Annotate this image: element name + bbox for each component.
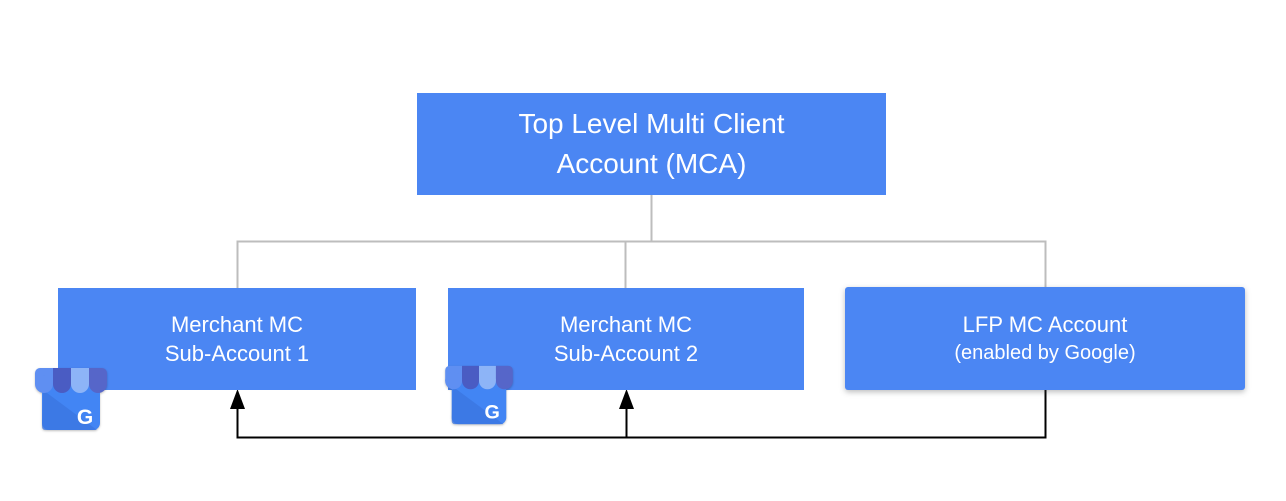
node-lfp-mc-account: LFP MC Account (enabled by Google) (845, 287, 1245, 390)
awning-scallop-2 (53, 375, 71, 393)
node-top-level-mca: Top Level Multi Client Account (MCA) (417, 93, 886, 195)
node-sub2-line1: Merchant MC (559, 312, 693, 337)
google-business-profile-icon: G (445, 365, 513, 425)
connector-crossbar (236, 240, 1047, 289)
awning-scallop-3 (479, 372, 496, 390)
google-g-letter: G (77, 406, 93, 429)
arrow-line-lfp-to-sub1 (236, 390, 1047, 439)
arrowhead-sub2 (619, 389, 634, 409)
awning-scallop-1 (445, 372, 463, 390)
node-sub1-line2: Sub-Account 1 (164, 341, 310, 366)
node-sub2-line2: Sub-Account 2 (553, 341, 699, 366)
awning-scallop-1 (35, 375, 53, 393)
node-merchant-sub-account-1: Merchant MC Sub-Account 1 (58, 288, 416, 390)
storefront-body-shade (451, 386, 504, 425)
node-top-level-mca-line2: Account (MCA) (556, 148, 747, 179)
google-g-letter: G (484, 401, 499, 423)
awning-scallop-2 (462, 372, 479, 390)
node-top-level-mca-line1: Top Level Multi Client (518, 108, 785, 139)
awning-scallop-4 (495, 372, 513, 390)
awning-scallop-3 (71, 375, 89, 393)
node-sub1-line1: Merchant MC (170, 312, 304, 337)
google-business-profile-icon: G (35, 368, 107, 430)
arrowhead-sub1 (230, 389, 245, 409)
node-lfp-line1: LFP MC Account (962, 311, 1128, 337)
node-lfp-line2: (enabled by Google) (954, 341, 1136, 364)
awning-scallop-4 (89, 375, 107, 393)
storefront-body-shade (42, 390, 97, 430)
